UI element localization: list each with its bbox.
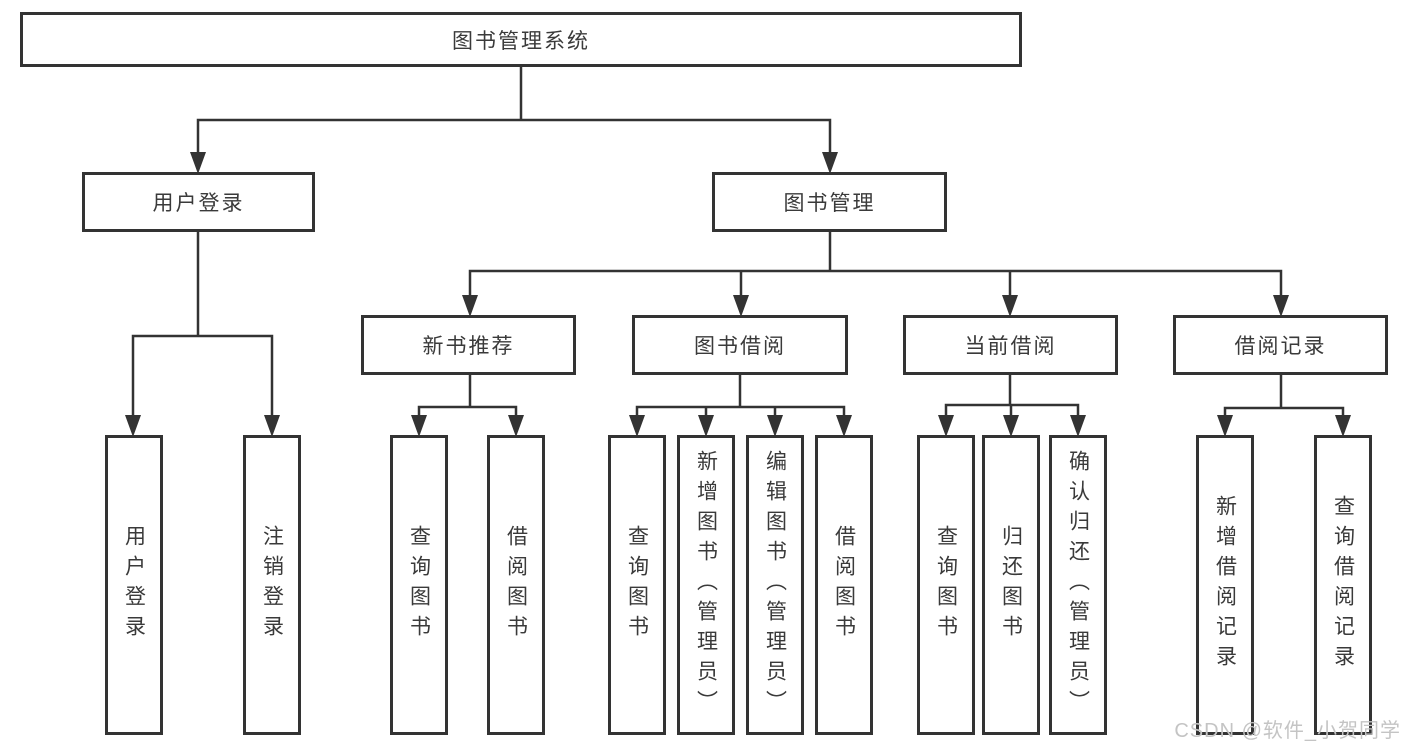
leaf-edit-book-admin: 编辑图书（管理员） <box>746 435 804 735</box>
node-label: 借阅图书 <box>504 525 528 645</box>
node-label: 查询图书 <box>625 525 649 645</box>
node-label: 确认归还（管理员） <box>1066 450 1090 720</box>
node-label: 当前借阅 <box>964 335 1057 358</box>
csdn-watermark: CSDN @软件_小贺同学 <box>1174 720 1401 742</box>
node-label: 新增借阅记录 <box>1213 495 1237 675</box>
node-label: 图书管理 <box>783 192 876 215</box>
leaf-query-books-recommend: 查询图书 <box>390 435 448 735</box>
node-user-login: 用户登录 <box>82 172 315 232</box>
node-label: 查询图书 <box>934 525 958 645</box>
leaf-user-login: 用户登录 <box>105 435 163 735</box>
node-book-management: 图书管理 <box>712 172 947 232</box>
node-label: 借阅记录 <box>1234 335 1327 358</box>
leaf-query-books-current: 查询图书 <box>917 435 975 735</box>
node-book-borrowing: 图书借阅 <box>632 315 848 375</box>
leaf-return-books: 归还图书 <box>982 435 1040 735</box>
leaf-add-borrow-record: 新增借阅记录 <box>1196 435 1254 735</box>
node-label: 注销登录 <box>260 525 284 645</box>
leaf-borrow-books-recommend: 借阅图书 <box>487 435 545 735</box>
node-current-borrowing: 当前借阅 <box>903 315 1118 375</box>
node-label: 编辑图书（管理员） <box>763 450 787 720</box>
node-label: 用户登录 <box>122 525 146 645</box>
node-label: 新书推荐 <box>422 335 515 358</box>
node-label: 用户登录 <box>152 192 245 215</box>
leaf-add-book-admin: 新增图书（管理员） <box>677 435 735 735</box>
node-new-book-recommendation: 新书推荐 <box>361 315 576 375</box>
leaf-query-books-borrowing: 查询图书 <box>608 435 666 735</box>
node-label: 新增图书（管理员） <box>694 450 718 720</box>
node-library-management-system: 图书管理系统 <box>20 12 1022 67</box>
node-label: 查询借阅记录 <box>1331 495 1355 675</box>
leaf-confirm-return-admin: 确认归还（管理员） <box>1049 435 1107 735</box>
leaf-logout: 注销登录 <box>243 435 301 735</box>
node-label: 归还图书 <box>999 525 1023 645</box>
node-label: 查询图书 <box>407 525 431 645</box>
node-label: 图书管理系统 <box>452 29 590 53</box>
node-borrowing-records: 借阅记录 <box>1173 315 1388 375</box>
node-label: 借阅图书 <box>832 525 856 645</box>
leaf-borrow-books-borrowing: 借阅图书 <box>815 435 873 735</box>
leaf-query-borrow-record: 查询借阅记录 <box>1314 435 1372 735</box>
node-label: 图书借阅 <box>694 335 786 358</box>
